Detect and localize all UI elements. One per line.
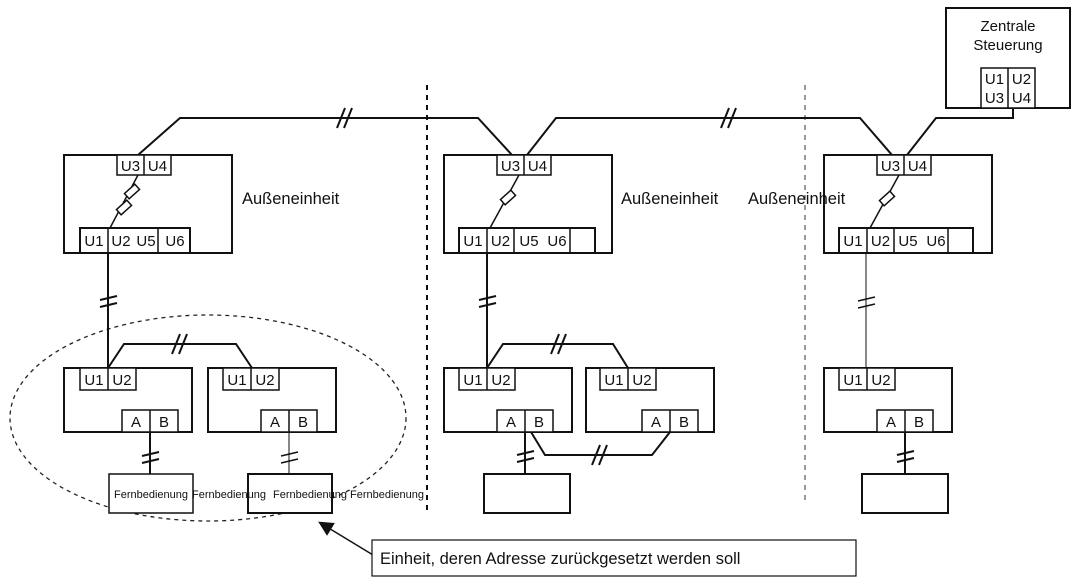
vertical-wiring (99, 253, 876, 368)
ou3-terminal-u2: U2 (871, 233, 890, 250)
central-control-title-1: Zentrale (980, 18, 1035, 35)
iu2-terminal-b: B (298, 414, 308, 431)
remote-controller-2 (247, 473, 333, 514)
callout: Einheit, deren Adresse zurückgesetzt wer… (318, 521, 857, 577)
ou1-terminal-u2: U2 (111, 233, 130, 250)
ou2-terminal-u4: U4 (528, 158, 547, 175)
iu3-terminal-u1: U1 (463, 372, 482, 389)
indoor-unit-3: U1 U2 A B (443, 367, 573, 433)
selection-ellipse (9, 314, 407, 522)
remote-controller-4 (861, 473, 949, 514)
remote-1-label: Fernbedienung (114, 489, 188, 501)
remote-extra-label-1: Fernbedienung (273, 489, 347, 501)
iu4-terminal-b: B (679, 414, 689, 431)
iu1-terminal-u1: U1 (84, 372, 103, 389)
central-terminal-u1: U1 (985, 71, 1004, 88)
central-terminal-u4: U4 (1012, 90, 1031, 107)
ou1-label: Außeneinheit (242, 190, 340, 208)
remote-controller-1: Fernbedienung (108, 473, 194, 514)
iu5-terminal-a: A (886, 414, 896, 431)
ou2-label: Außeneinheit (621, 190, 719, 208)
top-bus-wiring (137, 107, 1014, 156)
ou1-terminal-u4: U4 (148, 158, 167, 175)
ou1-terminal-u1: U1 (84, 233, 103, 250)
indoor-unit-5: U1 U2 A B (823, 367, 953, 433)
outdoor-unit-2: U3 U4 U1 U2 U5 U6 Außeneinheit (443, 154, 719, 254)
remote-extra-label-2: Fernbedienung (350, 489, 424, 501)
remote-2-label: Fernbedienung (192, 489, 266, 501)
central-terminal-u3: U3 (985, 90, 1004, 107)
iu3-terminal-u2: U2 (491, 372, 510, 389)
ou1-terminal-u5: U5 (136, 233, 155, 250)
iu4-terminal-a: A (651, 414, 661, 431)
ou1-terminal-u6: U6 (165, 233, 184, 250)
iu4-terminal-u1: U1 (604, 372, 623, 389)
indoor-links (107, 333, 629, 369)
indoor-unit-1: U1 U2 A B (63, 367, 193, 433)
iu2-terminal-u2: U2 (255, 372, 274, 389)
iu2-terminal-u1: U1 (227, 372, 246, 389)
ou2-terminal-u6: U6 (547, 233, 566, 250)
ou2-terminal-u3: U3 (501, 158, 520, 175)
ou3-terminal-u3: U3 (881, 158, 900, 175)
central-control-title-2: Steuerung (973, 37, 1042, 54)
iu5-terminal-u1: U1 (843, 372, 862, 389)
iu3-terminal-a: A (506, 414, 516, 431)
ou2-terminal-u5: U5 (519, 233, 538, 250)
iu4-terminal-u2: U2 (632, 372, 651, 389)
iu1-terminal-u2: U2 (112, 372, 131, 389)
callout-text: Einheit, deren Adresse zurückgesetzt wer… (380, 550, 740, 568)
indoor-unit-2: U1 U2 A B (207, 367, 337, 433)
ou3-terminal-u5: U5 (898, 233, 917, 250)
iu1-terminal-a: A (131, 414, 141, 431)
ou2-terminal-u2: U2 (491, 233, 510, 250)
ou3-terminal-u4: U4 (908, 158, 927, 175)
iu5-terminal-b: B (914, 414, 924, 431)
ou1-terminal-u3: U3 (121, 158, 140, 175)
outdoor-unit-1: U3 U4 U1 U2 U5 U6 Außeneinheit (63, 154, 340, 254)
ou3-terminal-u6: U6 (926, 233, 945, 250)
indoor-unit-4: U1 U2 A B (585, 367, 715, 433)
iu1-terminal-b: B (159, 414, 169, 431)
iu5-terminal-u2: U2 (871, 372, 890, 389)
iu2-terminal-a: A (270, 414, 280, 431)
remote-controller-3 (483, 473, 571, 514)
outdoor-unit-3: U3 U4 U1 U2 U5 U6 (823, 154, 993, 254)
ou2-terminal-u1: U1 (463, 233, 482, 250)
iu3-terminal-b: B (534, 414, 544, 431)
central-control: Zentrale Steuerung U1 U2 U3 U4 (945, 7, 1071, 109)
ou3-terminal-u1: U1 (843, 233, 862, 250)
ou3-label: Außeneinheit (748, 190, 846, 208)
central-terminal-u2: U2 (1012, 71, 1031, 88)
